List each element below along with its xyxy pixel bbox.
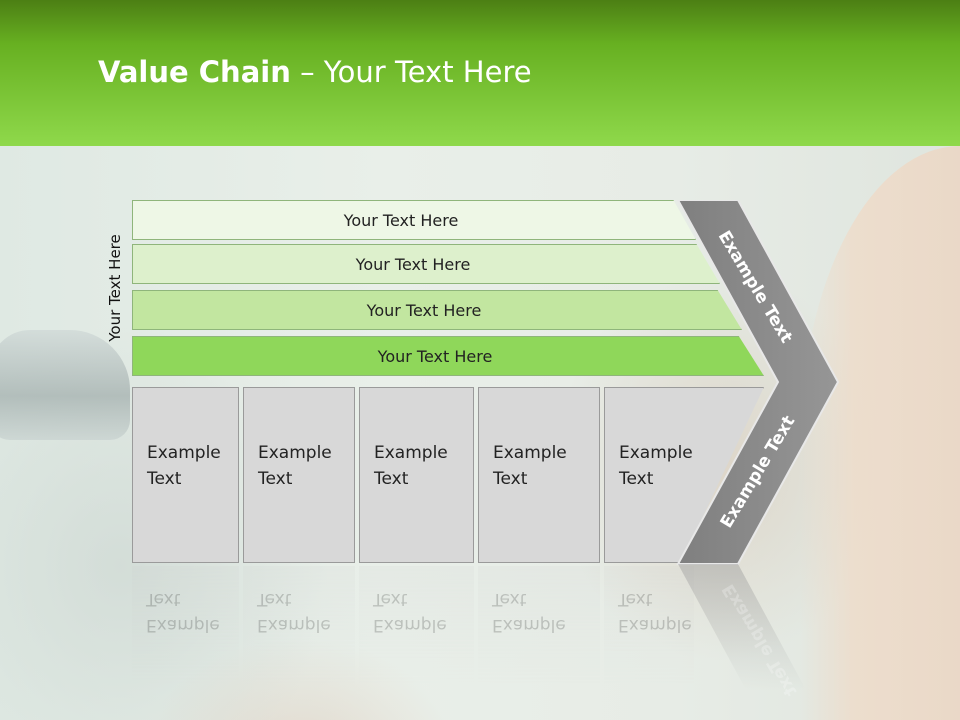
box-4[interactable]: Example Text <box>478 387 600 563</box>
box-3-reflection-label: Example Text <box>373 589 447 635</box>
box-2[interactable]: Example Text <box>243 387 355 563</box>
slide-title[interactable]: Value Chain – Your Text Here <box>98 55 532 89</box>
bar-1-label: Your Text Here <box>343 211 459 230</box>
bar-3-label: Your Text Here <box>366 301 482 320</box>
bar-2[interactable]: Your Text Here <box>132 244 720 284</box>
title-bold: Value Chain <box>98 55 291 89</box>
bar-2-label: Your Text Here <box>355 255 471 274</box>
box-2-reflection: Example Text <box>243 566 355 686</box>
vertical-label-text: Your Text Here <box>106 234 124 342</box>
box-1-reflection: Example Text <box>132 566 239 686</box>
box-4-label: Example Text <box>493 443 567 489</box>
box-2-reflection-label: Example Text <box>257 589 331 635</box>
box-4-reflection: Example Text <box>478 566 600 686</box>
box-4-reflection-label: Example Text <box>492 589 566 635</box>
box-5-label: Example Text <box>619 443 693 489</box>
title-rest: – Your Text Here <box>290 55 532 89</box>
box-1-label: Example Text <box>147 443 221 489</box>
bar-1[interactable]: Your Text Here <box>132 200 696 240</box>
bar-4[interactable]: Your Text Here <box>132 336 764 376</box>
chevron-reflection <box>678 564 806 690</box>
box-3-reflection: Example Text <box>359 566 474 686</box>
box-3-label: Example Text <box>374 443 448 489</box>
faucet-image <box>0 330 130 440</box>
box-2-label: Example Text <box>258 443 332 489</box>
bar-3[interactable]: Your Text Here <box>132 290 742 330</box>
bar-4-label: Your Text Here <box>377 347 493 366</box>
chevron-shape <box>676 200 840 565</box>
box-1-reflection-label: Example Text <box>146 589 220 635</box>
chevron-arrow[interactable] <box>676 200 846 700</box>
box-3[interactable]: Example Text <box>359 387 474 563</box>
box-1[interactable]: Example Text <box>132 387 239 563</box>
title-bar: Value Chain – Your Text Here <box>0 0 960 146</box>
